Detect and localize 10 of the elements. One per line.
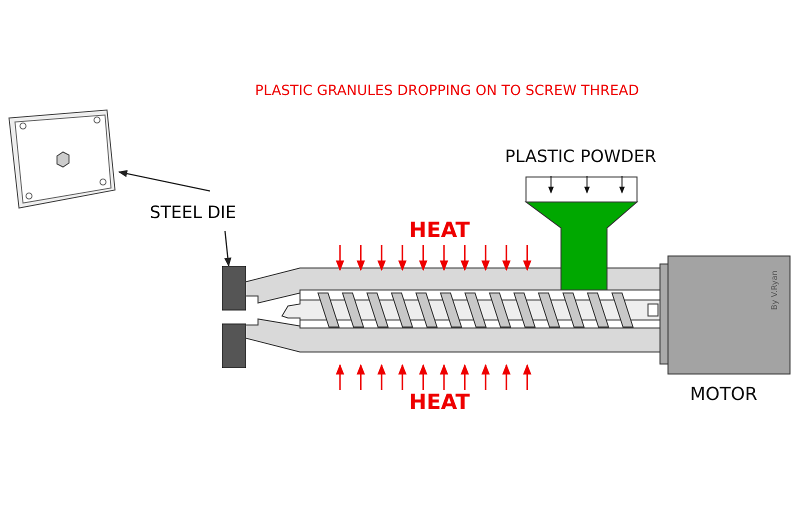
part-label: STEEL DIE [143, 203, 243, 227]
heat-label: HEAT [409, 218, 470, 242]
heat-label: HEAT [409, 390, 470, 414]
steel-die-block [222, 266, 246, 368]
author-credit: By V.Ryan [770, 270, 779, 310]
leader-line [224, 230, 232, 267]
part-label: PLASTIC POWDER [505, 147, 656, 167]
leader-line [118, 170, 210, 192]
caption-heading: PLASTIC GRANULES DROPPING ON TO SCREW THREAD [255, 83, 640, 99]
part-label: MOTOR [690, 384, 758, 405]
